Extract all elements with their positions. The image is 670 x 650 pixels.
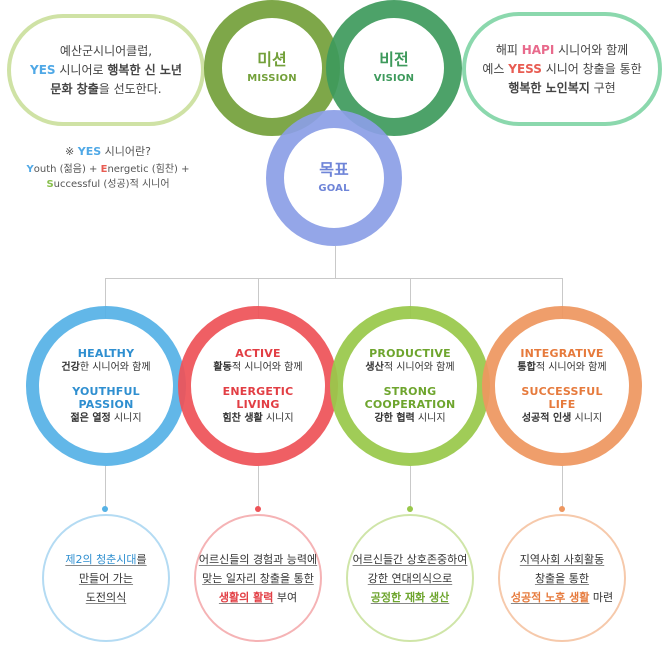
connector-1	[105, 466, 106, 512]
connector-dot-2	[255, 506, 261, 512]
productive-desc: 생산적 시니어와 함께	[365, 361, 455, 373]
active-desc: 활동적 시니어와 함께	[213, 361, 303, 373]
vision-label: 비전 VISION	[344, 18, 444, 118]
connector-dot-4	[559, 506, 565, 512]
mission-subtitle: MISSION	[247, 73, 297, 84]
productive-title: PRODUCTIVE	[369, 346, 451, 360]
vision-title: 비전	[379, 50, 409, 69]
slogan-line-3: 문화 창출을 선도한다.	[50, 81, 162, 96]
slogan-line-2: YES 시니어로 행복한 신 노년	[30, 62, 182, 77]
yes-note-line-1: Youth (젊음) + Energetic (힘찬) +	[26, 164, 190, 175]
yes-note-line-2: Successful (성공)적 시니어	[46, 179, 170, 190]
slogan-line-1: 예산군시니어클럽,	[59, 43, 153, 58]
energetic-desc: 힘찬 생활 시니지	[222, 412, 294, 424]
youthful-desc: 젊은 열정 시니지	[70, 412, 142, 424]
mission-title: 미션	[257, 50, 287, 69]
active-title: ACTIVE	[235, 346, 281, 360]
vision-line-3: 행복한 노인복지 구현	[508, 80, 616, 95]
successful-desc: 성공적 인생 시니지	[521, 412, 603, 424]
connector-3	[410, 466, 411, 512]
integrative-title: INTEGRATIVE	[520, 346, 604, 360]
vision-line-2: 예스 YESS 시니어 창출을 통한	[482, 61, 642, 76]
goal-title: 목표	[319, 160, 349, 179]
bottom-circle-2: 어르신들의 경험과 능력에 맞는 일자리 창출을 통한 생활의 활력 부여	[194, 514, 322, 642]
mission-label: 미션 MISSION	[222, 18, 322, 118]
integrative-desc: 통합적 시니어와 함께	[517, 361, 607, 373]
bottom-circle-1: 제2의 청춘시대를 만들어 가는 도전의식	[42, 514, 170, 642]
yes-note: ※ YES 시니어란? Youth (젊음) + Energetic (힘찬) …	[18, 144, 198, 192]
strong-desc: 강한 협력 시니지	[374, 412, 446, 424]
tree-drop-3	[410, 278, 411, 318]
connector-4	[562, 466, 563, 512]
connector-dot-1	[102, 506, 108, 512]
tree-stem	[335, 246, 336, 278]
bottom-circle-4: 지역사회 사회활동 창출을 통한 성공적 노후 생활 마련	[498, 514, 626, 642]
yes-word: YES	[30, 62, 56, 77]
healthy-desc: 건강한 시니어와 함께	[61, 361, 151, 373]
tree-drop-4	[562, 278, 563, 318]
tree-drop-1	[105, 278, 106, 318]
tree-bar	[105, 278, 562, 279]
healthy-title: HEALTHY	[77, 346, 135, 360]
tree-drop-2	[258, 278, 259, 318]
connector-2	[258, 466, 259, 512]
goal-label: 목표 GOAL	[284, 128, 384, 228]
vision-subtitle: VISION	[373, 73, 415, 84]
bottom-circle-3: 어르신들간 상호존중하여 강한 연대의식으로 공정한 재화 생산	[346, 514, 474, 642]
vision-line-1: 해피 HAPI 시니어와 함께	[495, 42, 629, 57]
connector-dot-3	[407, 506, 413, 512]
yes-note-title: ※ YES 시니어란?	[65, 145, 151, 158]
goal-subtitle: GOAL	[318, 183, 350, 194]
vision-statement-pill: 해피 HAPI 시니어와 함께 예스 YESS 시니어 창출을 통한 행복한 노…	[462, 12, 662, 126]
slogan-pill: 예산군시니어클럽, YES 시니어로 행복한 신 노년 문화 창출을 선도한다.	[7, 14, 205, 126]
